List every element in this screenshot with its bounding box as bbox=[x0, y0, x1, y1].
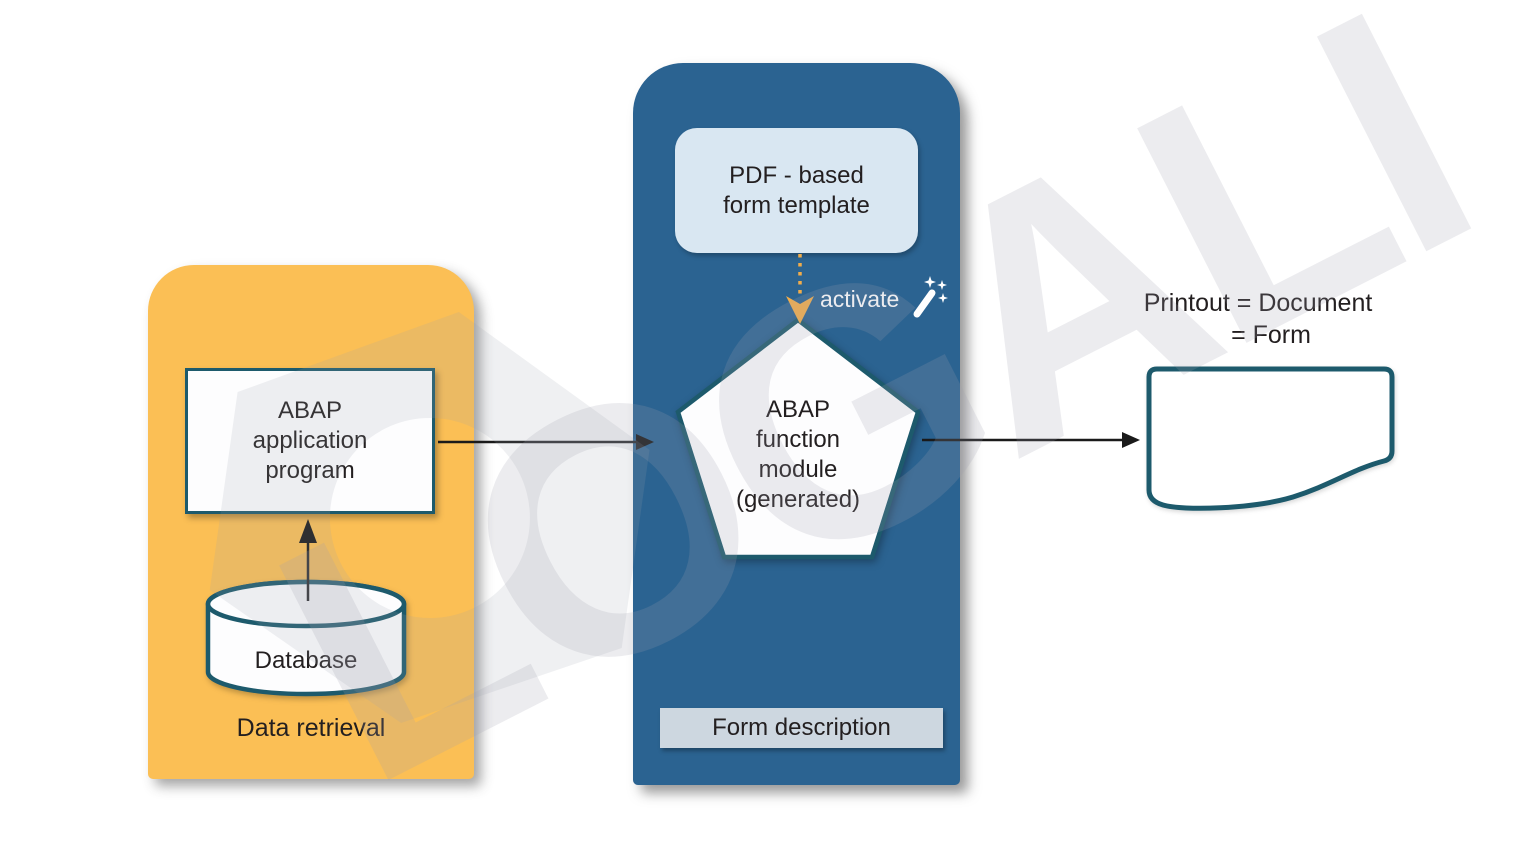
printout-label-line1: Printout = Document bbox=[1143, 289, 1373, 317]
document-shape bbox=[1146, 366, 1395, 511]
flow-arrow-program-to-module bbox=[438, 434, 654, 450]
form-description-bar: Form description bbox=[660, 708, 943, 748]
magic-wand-icon bbox=[913, 276, 948, 318]
data-retrieval-panel: ABAP application program Data retrieval bbox=[148, 265, 474, 779]
abap-function-module-label: ABAP function module (generated) bbox=[735, 396, 861, 513]
database-label: Database bbox=[254, 647, 358, 674]
flow-arrow-database-to-program bbox=[299, 519, 317, 601]
abap-application-program-box: ABAP application program bbox=[185, 368, 435, 514]
printout-label-line2: = Form bbox=[1231, 321, 1311, 349]
abap-function-module-pentagon bbox=[675, 317, 921, 560]
activate-label: activate bbox=[820, 286, 900, 312]
database-cylinder bbox=[205, 579, 407, 697]
flow-arrow-module-to-printout bbox=[922, 432, 1140, 448]
activate-dotted-arrow bbox=[786, 254, 814, 324]
data-retrieval-caption: Data retrieval bbox=[236, 714, 386, 742]
pdf-form-template-box: PDF - based form template bbox=[675, 128, 918, 253]
